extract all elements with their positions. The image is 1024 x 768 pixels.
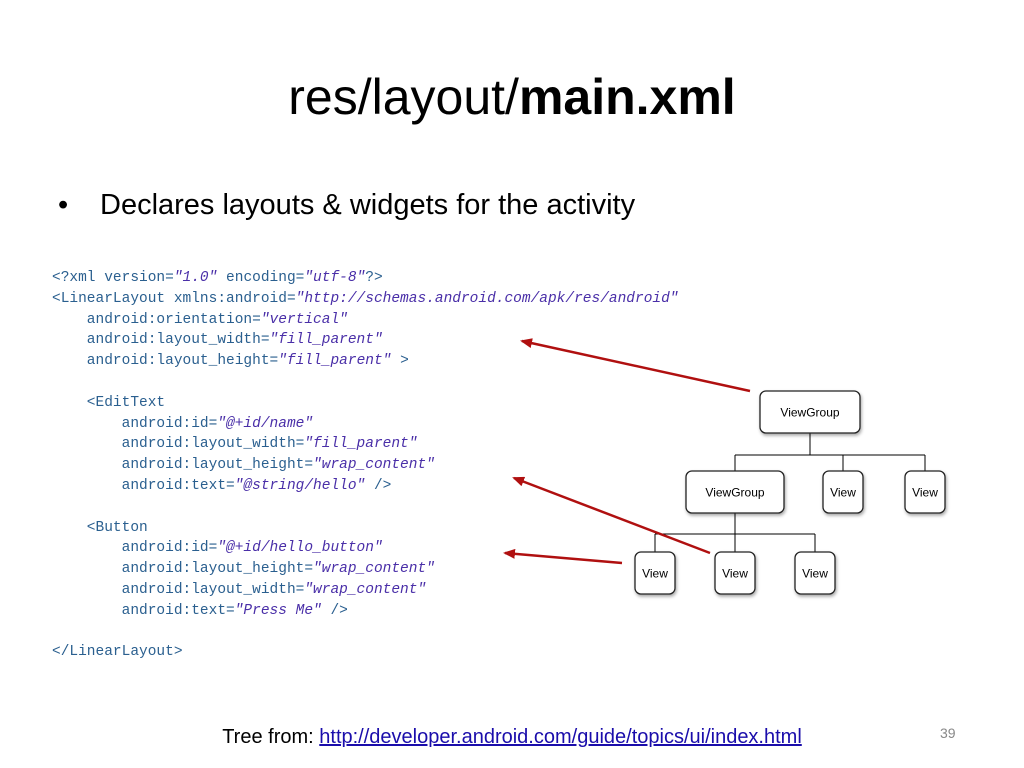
code-attr-value: "@+id/name" — [217, 415, 314, 432]
code-line: android:layout_height="fill_parent" > — [52, 351, 679, 372]
code-attr-value: "fill_parent" — [278, 353, 392, 370]
code-attr-value: "wrap_content" — [313, 457, 435, 474]
code-attr-value: "@+id/hello_button" — [217, 540, 383, 557]
title-prefix: res/layout/ — [288, 69, 519, 125]
code-attr-value: "Press Me" — [234, 602, 322, 619]
code-line: <?xml version="1.0" encoding="utf-8"?> — [52, 268, 679, 289]
footer-link[interactable]: http://developer.android.com/guide/topic… — [319, 726, 802, 748]
code-attr-value: "utf-8" — [304, 270, 366, 286]
code-token: </LinearLayout> — [52, 644, 183, 661]
xml-code-block: <?xml version="1.0" encoding="utf-8"?><L… — [52, 268, 679, 663]
code-token: encoding= — [217, 270, 305, 286]
code-line: android:layout_height="wrap_content" — [52, 455, 679, 476]
tree-node-level2: View — [634, 551, 676, 595]
tree-connectors — [654, 433, 926, 552]
code-line: android:text="Press Me" /> — [52, 601, 679, 622]
code-line: <LinearLayout xmlns:android="http://sche… — [52, 289, 679, 310]
tree-node-label: View — [802, 567, 828, 581]
footer: Tree from: http://developer.android.com/… — [0, 723, 1024, 751]
code-attr-value: "fill_parent" — [304, 436, 418, 453]
code-attr-value: "fill_parent" — [269, 332, 383, 349]
tree-node-level1: View — [904, 470, 946, 514]
code-token: android:layout_height= — [52, 457, 314, 474]
tree-node-label: ViewGroup — [705, 486, 764, 500]
footer-prefix: Tree from: — [222, 726, 320, 748]
code-token: android:layout_width= — [52, 436, 305, 453]
tree-node-label: ViewGroup — [780, 406, 839, 420]
title-bold: main.xml — [518, 69, 736, 125]
code-token: /> — [321, 602, 348, 619]
code-line: android:orientation="vertical" — [52, 310, 679, 331]
code-token: > — [391, 353, 409, 370]
code-line: android:layout_width="fill_parent" — [52, 434, 679, 455]
page-number: 39 — [940, 725, 956, 741]
code-attr-value: "wrap_content" — [304, 581, 427, 598]
code-token: android:text= — [52, 477, 235, 494]
code-token: android:layout_height= — [52, 353, 279, 370]
bullet-text: Declares layouts & widgets for the activ… — [100, 189, 636, 221]
tree-node-level2: View — [794, 551, 836, 595]
code-token: ?> — [365, 270, 383, 286]
code-token: android:id= — [52, 540, 218, 557]
code-line: android:layout_width="wrap_content" — [52, 580, 679, 601]
code-line: </LinearLayout> — [52, 642, 679, 663]
tree-node-label: View — [722, 567, 748, 581]
arrow-to-linearlayout — [520, 338, 751, 393]
code-token: android:layout_width= — [52, 581, 305, 598]
code-line: android:id="@+id/name" — [52, 414, 679, 435]
code-line: android:id="@+id/hello_button" — [52, 538, 679, 559]
arrow-to-edittext — [512, 476, 711, 555]
code-token: /> — [365, 477, 392, 494]
code-line: android:text="@string/hello" /> — [52, 476, 679, 497]
code-attr-value: "@string/hello" — [234, 477, 366, 494]
arrow-to-button — [503, 548, 623, 565]
tree-node-label: View — [912, 486, 938, 500]
tree-node-level2: View — [714, 551, 756, 595]
code-attr-value: "vertical" — [260, 311, 348, 328]
tree-node-level1: View — [822, 470, 864, 514]
code-token: android:orientation= — [52, 311, 261, 328]
bullet-symbol: • — [58, 189, 69, 221]
code-token: android:id= — [52, 415, 218, 432]
code-token: android:text= — [52, 602, 235, 619]
tree-node-level1: ViewGroup — [685, 470, 785, 514]
slide-title: res/layout/main.xml — [0, 62, 1024, 132]
code-attr-value: "wrap_content" — [313, 561, 435, 578]
code-attr-value: "http://schemas.android.com/apk/res/andr… — [295, 290, 679, 307]
tree-node-label: View — [830, 486, 856, 500]
code-token: <Button — [52, 519, 148, 536]
code-token: <EditText — [52, 394, 166, 411]
tree-node-label: View — [642, 567, 668, 581]
code-line: android:layout_height="wrap_content" — [52, 559, 679, 580]
code-token: <?xml version= — [52, 270, 174, 286]
code-token: android:layout_width= — [52, 332, 270, 349]
code-line: <EditText — [52, 393, 679, 414]
annotation-arrows — [503, 338, 751, 565]
code-attr-value: "1.0" — [173, 270, 218, 286]
code-token: <LinearLayout xmlns:android= — [52, 290, 296, 307]
code-line: android:layout_width="fill_parent" — [52, 330, 679, 351]
tree-node-root: ViewGroup — [759, 390, 861, 434]
code-token: android:layout_height= — [52, 561, 314, 578]
bullet-item: • Declares layouts & widgets for the acti… — [58, 185, 635, 225]
code-line: <Button — [52, 518, 679, 539]
